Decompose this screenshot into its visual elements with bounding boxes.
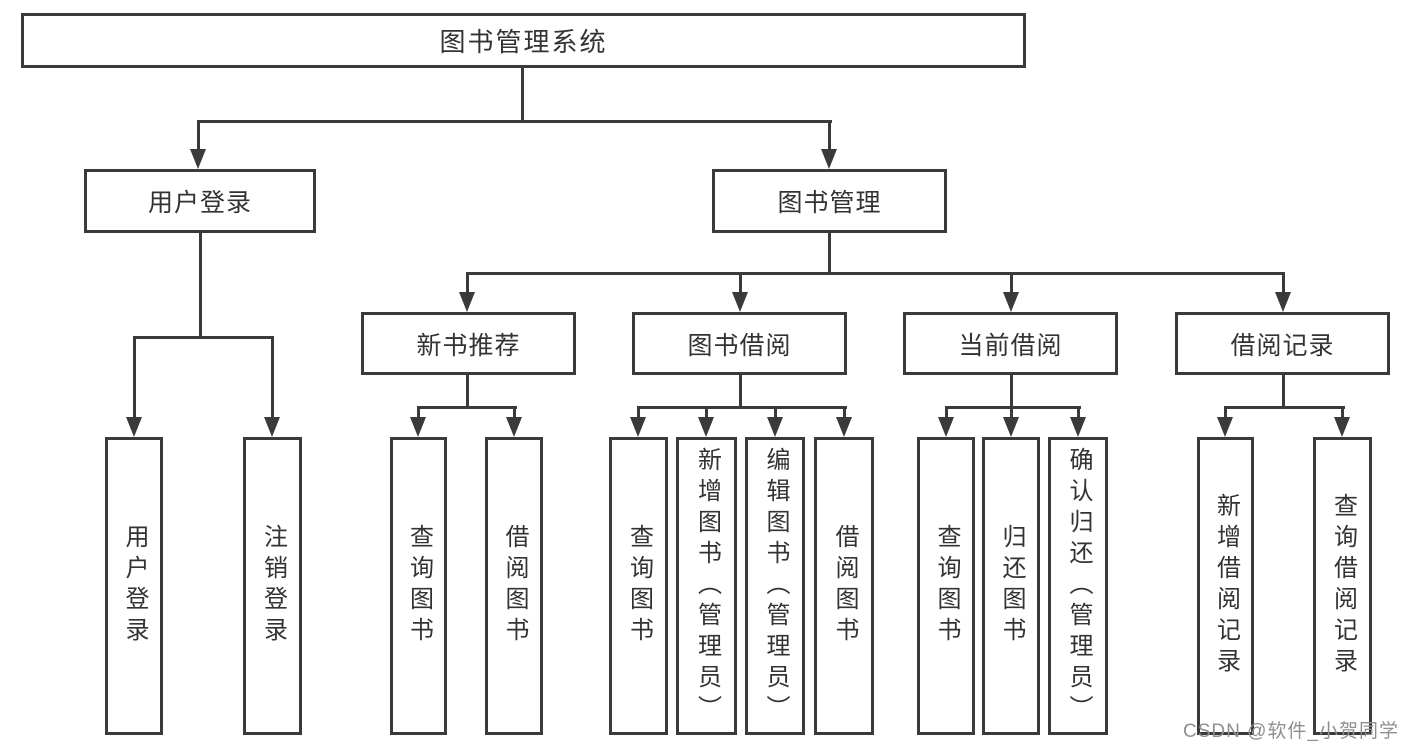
connector-line [828, 232, 831, 275]
leaf-query-books-3-label: 查询图书 [933, 524, 960, 648]
arrow-down-icon [1070, 417, 1086, 437]
connector-line [1282, 375, 1285, 409]
connector-line [521, 68, 524, 123]
node-root: 图书管理系统 [21, 13, 1026, 68]
leaf-query-books-2-label: 查询图书 [625, 524, 653, 648]
leaf-logout: 注销登录 [243, 437, 302, 735]
connector-line [513, 406, 516, 419]
connector-line [637, 406, 640, 419]
connector-line [133, 336, 274, 339]
node-root-label: 图书管理系统 [439, 27, 608, 57]
leaf-add-borrow-record: 新增借阅记录 [1197, 437, 1254, 735]
connector-line [466, 272, 469, 294]
node-new-book-recommend-label: 新书推荐 [416, 331, 521, 360]
arrow-down-icon [1003, 417, 1019, 437]
node-book-management-label: 图书管理 [777, 189, 882, 217]
leaf-query-borrow-record-label: 查询借阅记录 [1329, 493, 1357, 679]
connector-line [417, 406, 517, 409]
leaf-query-borrow-record: 查询借阅记录 [1313, 437, 1372, 735]
connector-line [466, 272, 1285, 275]
leaf-user-login: 用户登录 [105, 437, 163, 735]
leaf-edit-book-admin-label: 编辑图书（管理员） [762, 446, 789, 726]
connector-line [843, 406, 846, 419]
connector-line [705, 406, 708, 419]
connector-line [271, 336, 274, 419]
arrow-down-icon [126, 417, 142, 437]
arrow-down-icon [1217, 417, 1233, 437]
leaf-query-books-3: 查询图书 [917, 437, 975, 735]
arrow-down-icon [767, 417, 783, 437]
node-borrowing-records-label: 借阅记录 [1230, 331, 1335, 360]
leaf-add-book-admin-label: 新增图书（管理员） [693, 446, 721, 726]
node-book-management: 图书管理 [712, 169, 947, 233]
leaf-add-borrow-record-label: 新增借阅记录 [1212, 493, 1240, 679]
arrow-down-icon [821, 149, 837, 169]
connector-line [199, 233, 202, 339]
connector-line [1010, 272, 1013, 294]
connector-line [1010, 375, 1013, 409]
leaf-borrow-books-2: 借阅图书 [814, 437, 874, 735]
node-new-book-recommend: 新书推荐 [361, 312, 576, 375]
connector-line [417, 406, 420, 419]
leaf-confirm-return-admin: 确认归还（管理员） [1048, 437, 1108, 735]
arrow-down-icon [836, 417, 852, 437]
csdn-watermark: CSDN @软件_小贺同学 [1183, 721, 1399, 742]
arrow-down-icon [1334, 417, 1350, 437]
leaf-borrow-books-1: 借阅图书 [485, 437, 543, 735]
connector-line [1077, 406, 1080, 419]
leaf-edit-book-admin: 编辑图书（管理员） [745, 437, 805, 735]
connector-line [133, 336, 136, 419]
arrow-down-icon [938, 417, 954, 437]
connector-line [466, 375, 469, 409]
node-book-borrowing-label: 图书借阅 [687, 331, 792, 360]
arrow-down-icon [1003, 292, 1019, 312]
arrow-down-icon [698, 417, 714, 437]
node-current-borrowing: 当前借阅 [903, 312, 1118, 375]
node-user-login-label: 用户登录 [147, 189, 252, 217]
connector-line [197, 120, 200, 151]
leaf-return-book: 归还图书 [982, 437, 1040, 735]
connector-line [197, 120, 832, 123]
connector-line [1282, 272, 1285, 294]
arrow-down-icon [732, 292, 748, 312]
leaf-query-books-2: 查询图书 [609, 437, 668, 735]
connector-line [774, 406, 777, 419]
connector-line [739, 272, 742, 294]
connector-line [739, 375, 742, 409]
node-book-borrowing: 图书借阅 [632, 312, 847, 375]
arrow-down-icon [630, 417, 646, 437]
arrow-down-icon [459, 292, 475, 312]
connector-line [1224, 406, 1227, 419]
leaf-add-book-admin: 新增图书（管理员） [676, 437, 737, 735]
leaf-confirm-return-admin-label: 确认归还（管理员） [1065, 446, 1092, 726]
arrow-down-icon [410, 417, 426, 437]
connector-line [945, 406, 948, 419]
node-current-borrowing-label: 当前借阅 [958, 331, 1063, 360]
node-user-login: 用户登录 [84, 169, 316, 233]
leaf-borrow-books-2-label: 借阅图书 [831, 524, 858, 648]
arrow-down-icon [190, 149, 206, 169]
leaf-query-books-1: 查询图书 [390, 437, 447, 735]
leaf-user-login-label: 用户登录 [121, 524, 148, 648]
connector-line [1224, 406, 1345, 409]
leaf-borrow-books-1-label: 借阅图书 [501, 524, 528, 648]
connector-line [637, 406, 847, 409]
connector-line [945, 406, 1081, 409]
leaf-return-book-label: 归还图书 [998, 524, 1025, 648]
leaf-query-books-1-label: 查询图书 [405, 524, 433, 648]
arrow-down-icon [264, 417, 280, 437]
connector-line [1010, 406, 1013, 419]
leaf-logout-label: 注销登录 [259, 524, 287, 648]
connector-line [828, 120, 831, 151]
connector-line [1341, 406, 1344, 419]
node-borrowing-records: 借阅记录 [1175, 312, 1390, 375]
arrow-down-icon [506, 417, 522, 437]
arrow-down-icon [1275, 292, 1291, 312]
